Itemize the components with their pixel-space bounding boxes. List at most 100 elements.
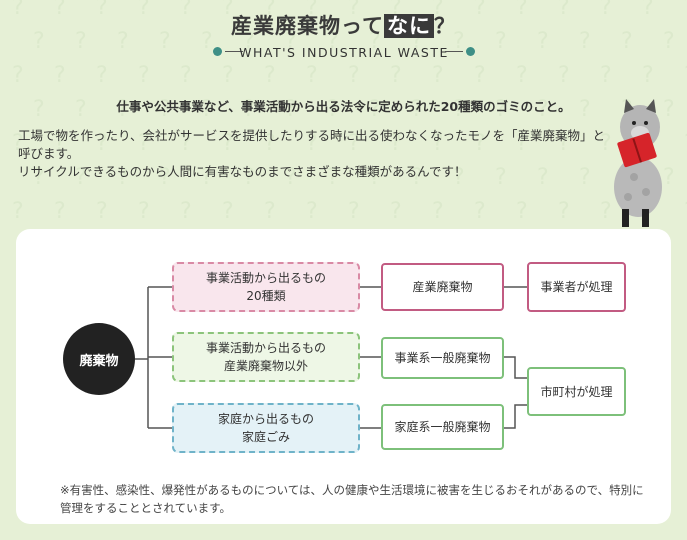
- question-mark-icon: ?: [117, 29, 129, 54]
- question-mark-icon: ?: [33, 29, 45, 54]
- question-mark-icon: ?: [348, 131, 360, 156]
- question-mark-icon: ?: [54, 199, 66, 224]
- question-mark-icon: ?: [327, 165, 339, 190]
- question-mark-icon: ?: [180, 0, 192, 20]
- question-mark-icon: ?: [600, 63, 612, 88]
- question-mark-icon: ?: [201, 29, 213, 54]
- question-mark-icon: ?: [33, 165, 45, 190]
- question-mark-icon: ?: [663, 97, 675, 122]
- question-mark-icon: ?: [54, 63, 66, 88]
- question-mark-icon: ?: [390, 199, 402, 224]
- question-mark-icon: ?: [180, 131, 192, 156]
- question-mark-icon: ?: [600, 199, 612, 224]
- question-mark-icon: ?: [495, 97, 507, 122]
- question-mark-icon: ?: [579, 165, 591, 190]
- question-mark-icon: ?: [75, 165, 87, 190]
- question-mark-icon: ?: [600, 131, 612, 156]
- question-mark-icon: ?: [558, 0, 570, 20]
- question-mark-icon: ?: [306, 199, 318, 224]
- question-mark-icon: ?: [474, 199, 486, 224]
- question-mark-icon: ?: [600, 0, 612, 20]
- question-mark-icon: ?: [369, 29, 381, 54]
- question-mark-icon: ?: [558, 63, 570, 88]
- question-mark-icon: ?: [138, 131, 150, 156]
- page-subtitle: WHAT'S INDUSTRIAL WASTE: [239, 45, 449, 60]
- question-mark-icon: ?: [537, 97, 549, 122]
- question-mark-icon: ?: [54, 0, 66, 20]
- body-line-1: 工場で物を作ったり、会社がサービスを提供したりする時に出る使わなくなったモノを「…: [18, 128, 606, 143]
- question-mark-icon: ?: [495, 29, 507, 54]
- question-mark-icon: ?: [453, 165, 465, 190]
- question-mark-icon: ?: [684, 131, 687, 156]
- question-mark-icon: ?: [537, 165, 549, 190]
- question-mark-icon: ?: [432, 199, 444, 224]
- page-title: 産業廃棄物ってなに？: [231, 14, 456, 38]
- question-mark-icon: ?: [12, 131, 24, 156]
- question-mark-icon: ?: [12, 63, 24, 88]
- question-mark-icon: ?: [222, 63, 234, 88]
- question-mark-icon: ?: [432, 0, 444, 20]
- question-mark-icon: ?: [75, 29, 87, 54]
- question-mark-icon: ?: [432, 131, 444, 156]
- question-mark-icon: ?: [495, 165, 507, 190]
- question-mark-icon: ?: [96, 131, 108, 156]
- question-mark-icon: ?: [684, 63, 687, 88]
- dot-icon: [213, 47, 222, 56]
- question-mark-icon: ?: [369, 97, 381, 122]
- footnote: ※有害性、感染性、爆発性があるものについては、人の健康や生活環境に被害を生じるお…: [60, 483, 644, 515]
- question-mark-icon: ?: [642, 0, 654, 20]
- dot-icon: [466, 47, 475, 56]
- question-mark-icon: ?: [558, 131, 570, 156]
- question-mark-icon: ?: [264, 63, 276, 88]
- body-line-3: リサイクルできるものから人間に有害なものまでさまざまな種類があるんです！: [18, 164, 467, 179]
- question-mark-icon: ?: [579, 29, 591, 54]
- question-mark-icon: ?: [663, 29, 675, 54]
- question-mark-icon: ?: [222, 131, 234, 156]
- alpaca-mascot-icon: [614, 99, 662, 227]
- question-mark-icon: ?: [222, 0, 234, 20]
- question-mark-icon: ?: [348, 63, 360, 88]
- question-mark-icon: ?: [117, 97, 129, 122]
- question-mark-icon: ?: [96, 0, 108, 20]
- question-mark-icon: ?: [264, 199, 276, 224]
- question-mark-icon: ?: [684, 199, 687, 224]
- source-household: 家庭から出るもの家庭ごみ: [172, 403, 360, 453]
- question-mark-icon: ?: [159, 97, 171, 122]
- question-mark-icon: ?: [390, 131, 402, 156]
- question-mark-icon: ?: [264, 0, 276, 20]
- question-mark-icon: ?: [684, 0, 687, 20]
- question-mark-icon: ?: [117, 165, 129, 190]
- question-mark-icon: ?: [327, 97, 339, 122]
- question-mark-icon: ?: [33, 97, 45, 122]
- handler-business: 事業者が処理: [527, 262, 626, 312]
- category-household-general-waste: 家庭系一般廃棄物: [381, 404, 504, 450]
- question-mark-icon: ?: [201, 165, 213, 190]
- question-mark-icon: ?: [159, 165, 171, 190]
- question-mark-icon: ?: [453, 97, 465, 122]
- lead-text: 仕事や公共事業など、事業活動から出る法令に定められた20種類のゴミのこと。: [116, 99, 571, 114]
- question-mark-icon: ?: [285, 165, 297, 190]
- category-business-general-waste: 事業系一般廃棄物: [381, 337, 504, 379]
- question-mark-icon: ?: [474, 63, 486, 88]
- question-mark-icon: ?: [537, 29, 549, 54]
- question-mark-icon: ?: [96, 63, 108, 88]
- category-industrial-waste: 産業廃棄物: [381, 263, 504, 311]
- question-mark-icon: ?: [390, 0, 402, 20]
- question-mark-icon: ?: [474, 0, 486, 20]
- question-mark-icon: ?: [138, 63, 150, 88]
- question-mark-icon: ?: [558, 199, 570, 224]
- question-mark-icon: ?: [201, 97, 213, 122]
- divider: [445, 51, 463, 52]
- question-mark-icon: ?: [411, 97, 423, 122]
- question-mark-icon: ?: [453, 29, 465, 54]
- question-mark-icon: ?: [516, 0, 528, 20]
- question-mark-icon: ?: [432, 63, 444, 88]
- question-mark-icon: ?: [516, 199, 528, 224]
- question-mark-icon: ?: [96, 199, 108, 224]
- body-line-2: 呼びます。: [18, 146, 80, 161]
- question-mark-icon: ?: [222, 199, 234, 224]
- handler-municipality: 市町村が処理: [527, 367, 626, 416]
